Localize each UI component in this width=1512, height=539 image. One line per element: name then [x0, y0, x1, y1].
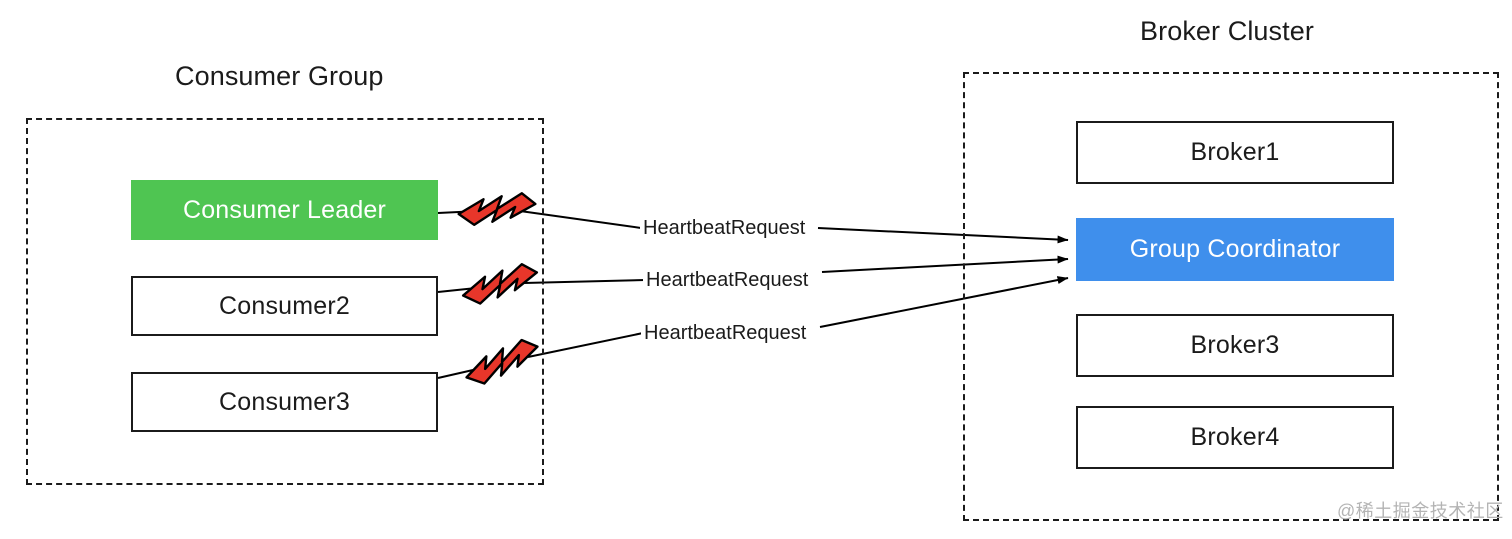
- node-group-coordinator-label: Group Coordinator: [1129, 235, 1341, 263]
- lightning-bolt-icon: [457, 192, 537, 227]
- node-group-coordinator[interactable]: Group Coordinator: [1076, 218, 1394, 281]
- edge-label-heartbeat-2: HeartbeatRequest: [643, 269, 812, 292]
- node-broker1-label: Broker1: [1190, 138, 1280, 166]
- edge-line-heartbeat-3b: [527, 332, 644, 358]
- node-broker3-label: Broker3: [1190, 331, 1280, 359]
- edge-label-heartbeat-1: HeartbeatRequest: [640, 217, 809, 240]
- edge-label-heartbeat-3: HeartbeatRequest: [641, 322, 810, 345]
- node-broker4[interactable]: Broker4: [1076, 406, 1394, 469]
- node-consumer2-label: Consumer2: [218, 291, 351, 320]
- node-consumer-leader-label: Consumer Leader: [182, 195, 387, 224]
- watermark: @稀土掘金技术社区: [1337, 501, 1504, 521]
- consumer-group-boundary: [26, 118, 544, 485]
- broker-cluster-boundary: [963, 72, 1499, 521]
- node-consumer2[interactable]: Consumer2: [131, 276, 438, 336]
- consumer-group-title: Consumer Group: [175, 61, 384, 91]
- node-broker4-label: Broker4: [1190, 423, 1280, 451]
- node-consumer-leader[interactable]: Consumer Leader: [131, 180, 438, 240]
- node-consumer3[interactable]: Consumer3: [131, 372, 438, 432]
- node-broker1[interactable]: Broker1: [1076, 121, 1394, 184]
- broker-cluster-title: Broker Cluster: [1140, 16, 1314, 46]
- node-consumer3-label: Consumer3: [218, 387, 351, 416]
- lightning-bolt-icon: [461, 263, 539, 305]
- node-broker3[interactable]: Broker3: [1076, 314, 1394, 377]
- lightning-bolt-icon: [465, 338, 539, 385]
